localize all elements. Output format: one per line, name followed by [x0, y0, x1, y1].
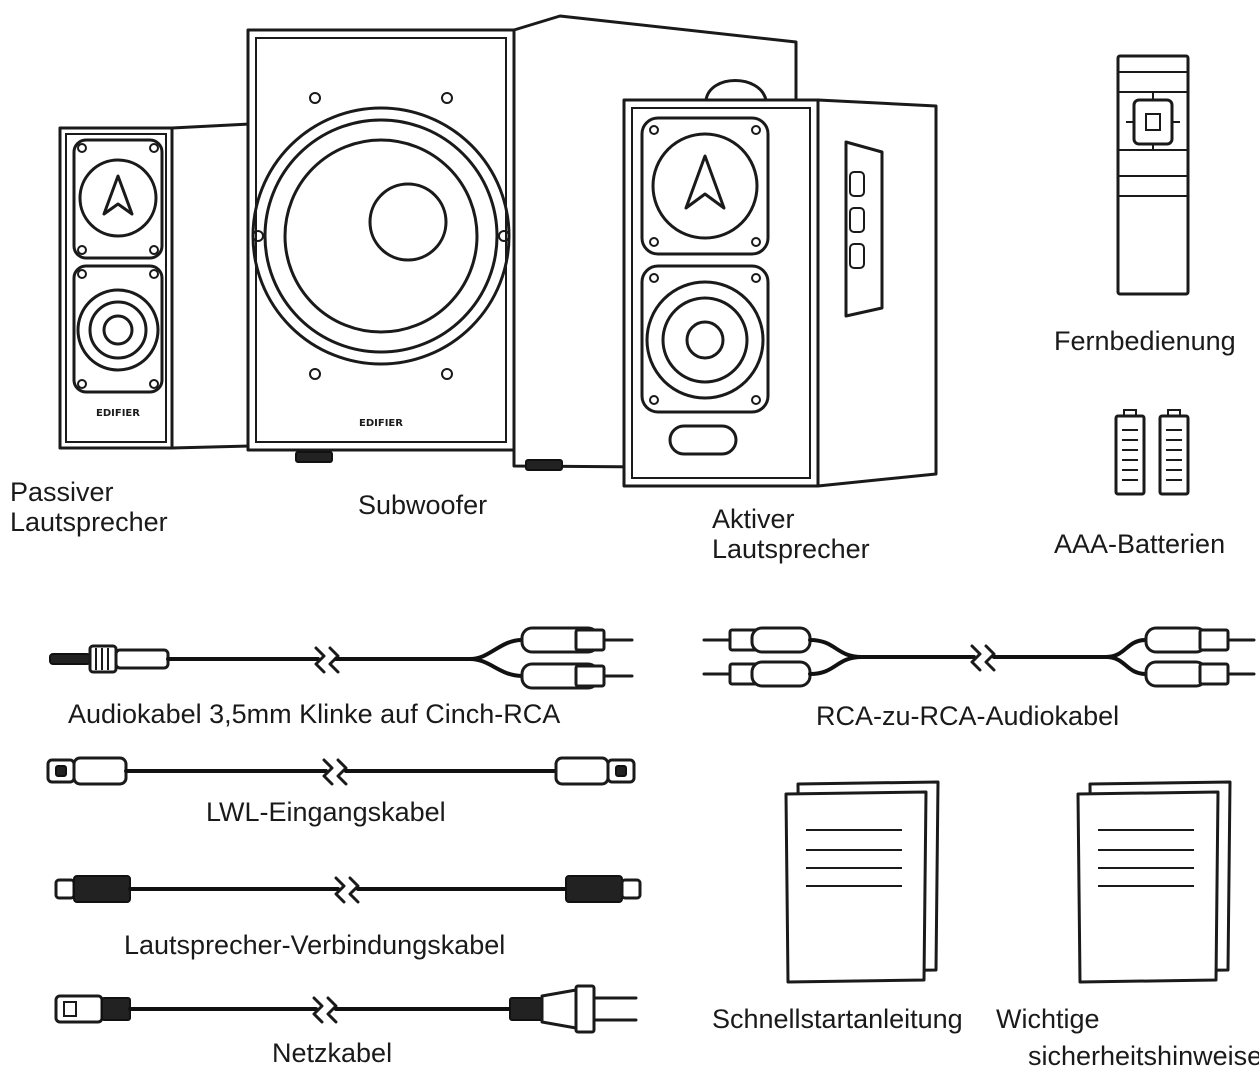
active-speaker-label-line2: Lautsprecher [712, 534, 870, 564]
passive-speaker-label-line2: Lautsprecher [10, 507, 168, 537]
safety-label-line1: Wichtige [996, 1004, 1100, 1034]
remote-control [1116, 54, 1190, 296]
optical-cable-label: LWL-Eingangskabel [206, 797, 446, 827]
batteries-label: AAA-Batterien [1054, 529, 1226, 559]
remote-label: Fernbedienung [1054, 326, 1236, 356]
speaker-cable-label: Lautsprecher-Verbindungskabel [124, 930, 506, 960]
passive-woofer [72, 264, 164, 394]
passive-brand-logo: EDIFIER [96, 408, 140, 419]
passive-speaker-label-line1: Passiver [10, 477, 114, 507]
passive-tweeter [72, 138, 164, 260]
active-tweeter [640, 116, 770, 256]
audio-cable-label: Audiokabel 3,5mm Klinke auf Cinch-RCA [68, 699, 561, 729]
subwoofer-label: Subwoofer [358, 490, 488, 520]
safety-instructions [1076, 780, 1232, 984]
power-cable-label: Netzkabel [272, 1038, 393, 1068]
power-cable [54, 984, 638, 1034]
passive-speaker: EDIFIER [58, 122, 252, 450]
quick-start-guide [784, 780, 940, 984]
optical-cable [46, 756, 636, 786]
safety-label-line2: sicherheitshinweise [1028, 1041, 1259, 1071]
subwoofer-driver [251, 92, 511, 380]
bass-port [668, 424, 738, 456]
active-control-panel [844, 140, 884, 318]
subwoofer-brand-logo: EDIFIER [359, 418, 403, 429]
audio-cable-35mm-rca [49, 626, 634, 690]
rca-to-rca-cable [702, 626, 1256, 688]
active-speaker [622, 79, 938, 488]
speaker-connection-cable [54, 875, 642, 904]
quick-start-label: Schnellstartanleitung [712, 1004, 963, 1034]
aaa-batteries [1114, 409, 1190, 496]
rca-cable-label: RCA-zu-RCA-Audiokabel [816, 701, 1120, 731]
active-woofer [640, 264, 770, 414]
active-speaker-label-line1: Aktiver [712, 504, 795, 534]
